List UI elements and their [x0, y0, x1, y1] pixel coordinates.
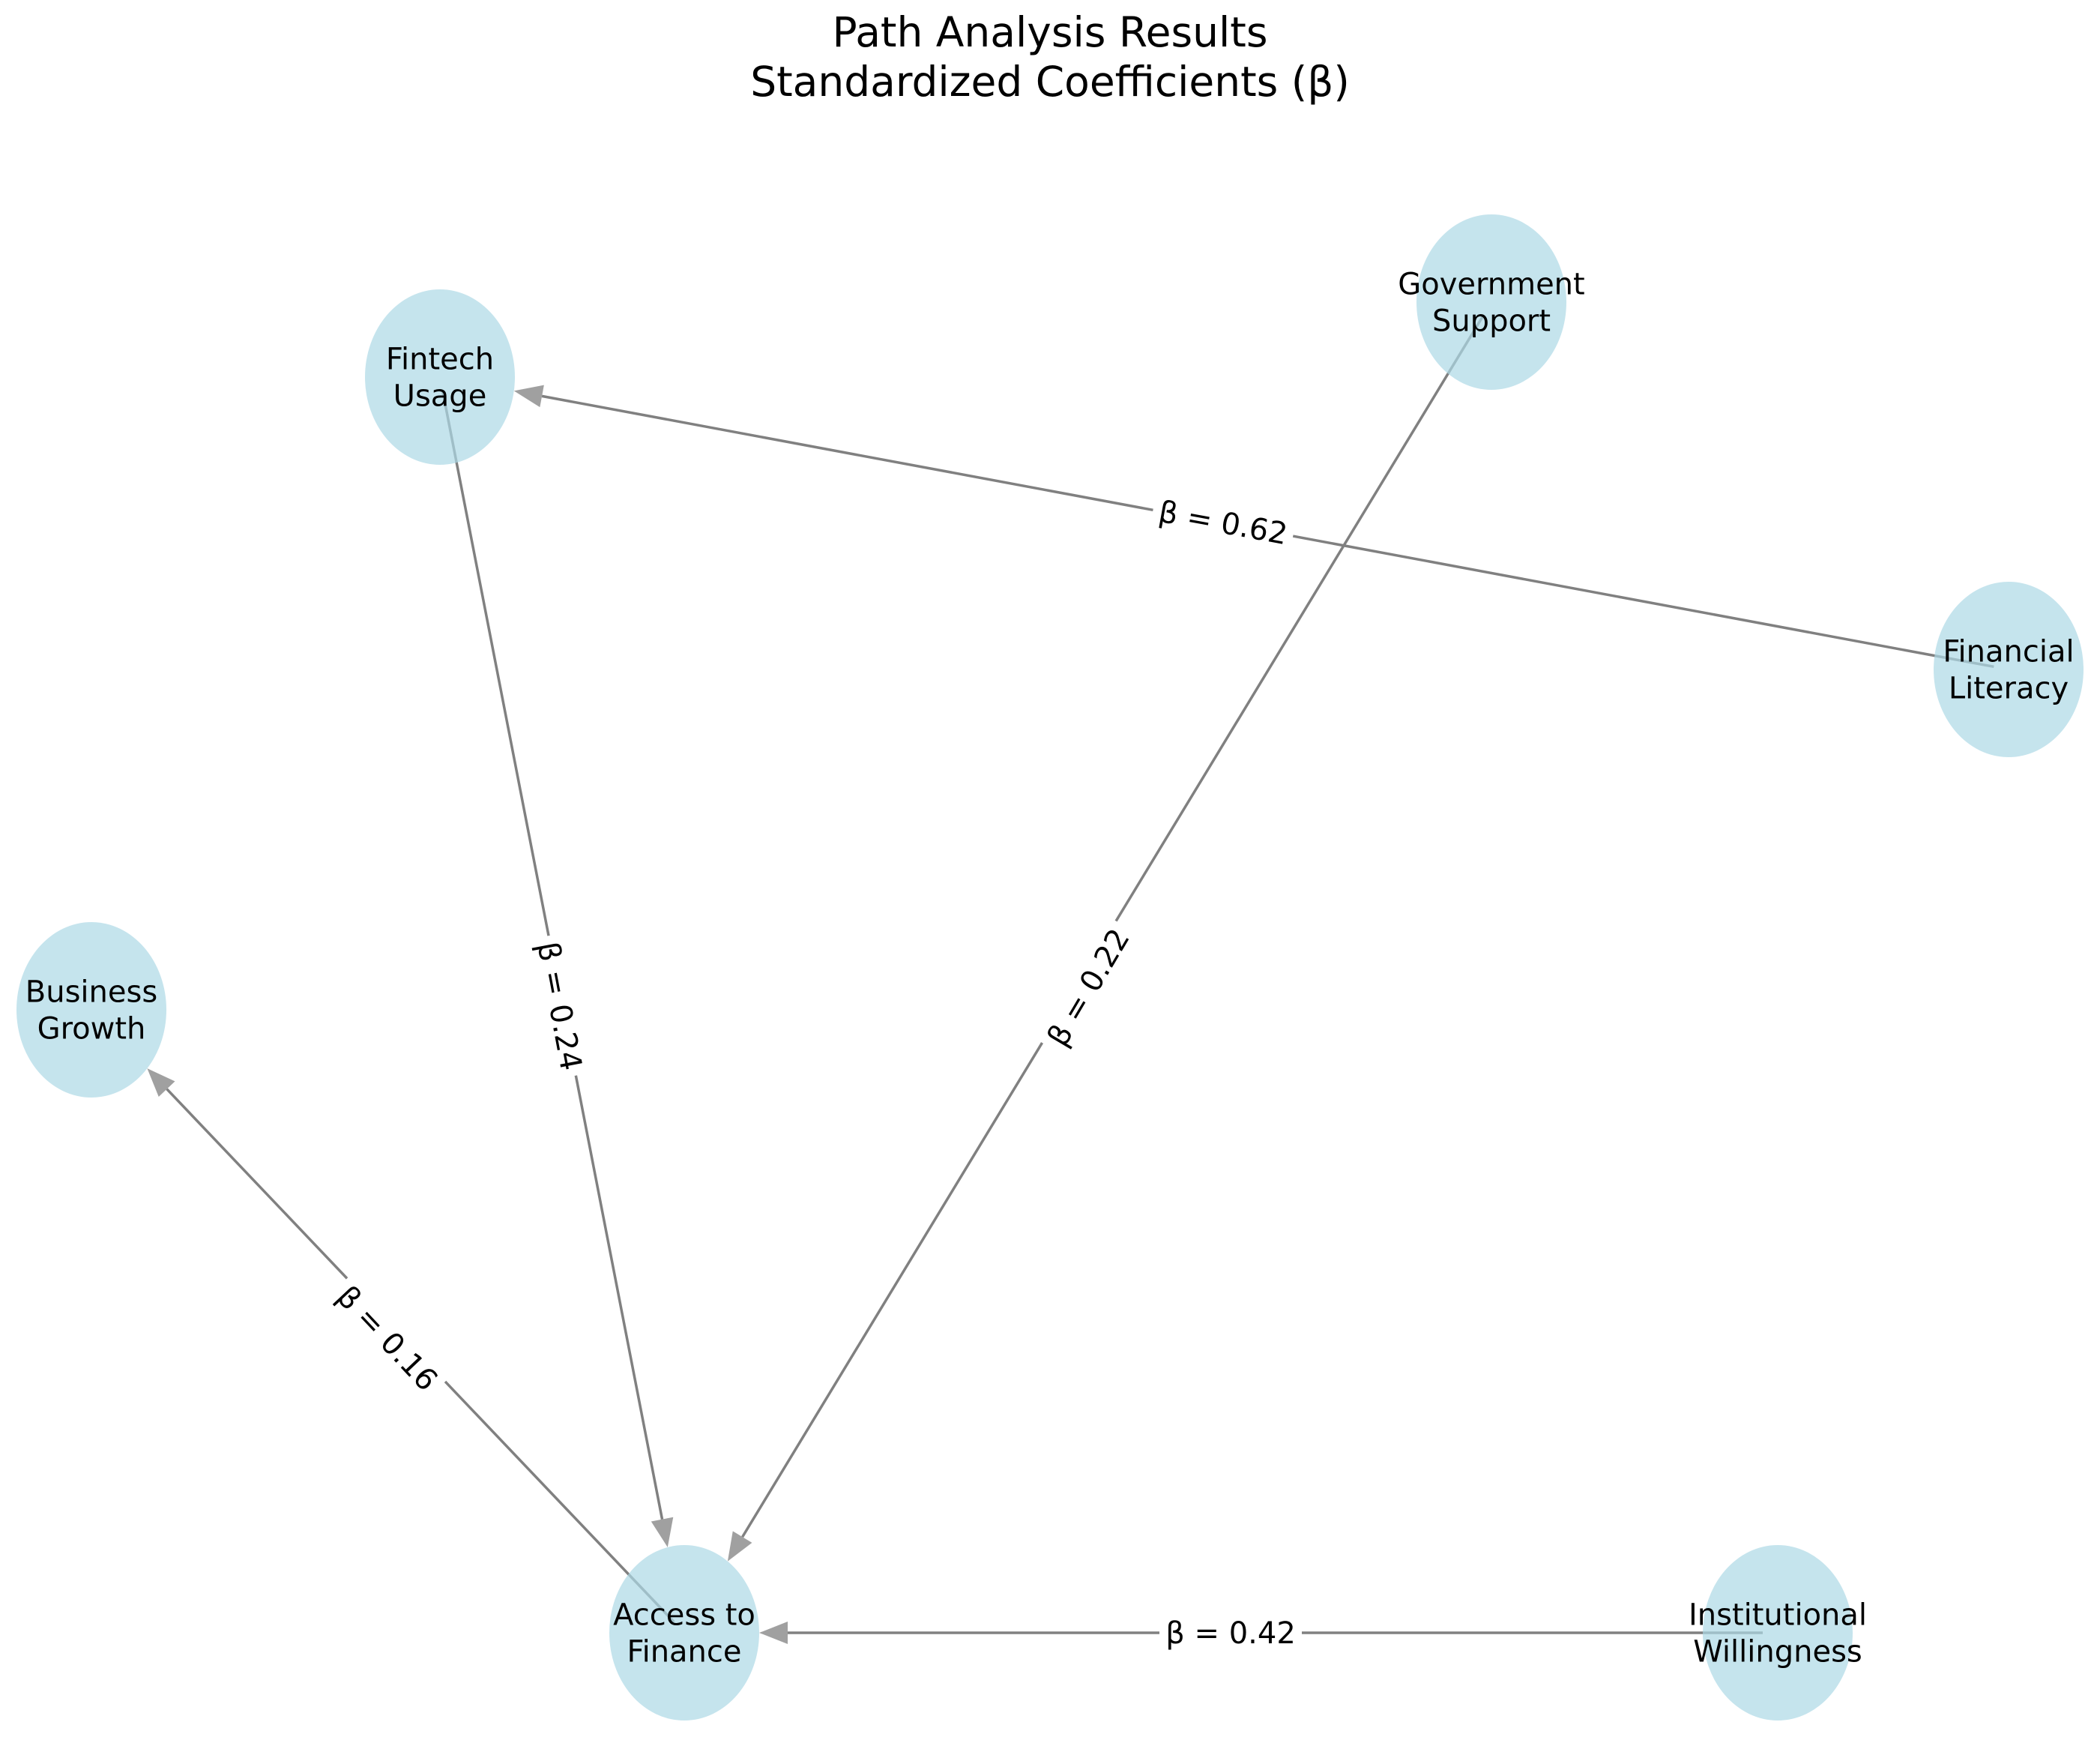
edge-label-background	[1035, 915, 1141, 1059]
diagram-title-line-2: Standardized Coefficients (β)	[750, 58, 1350, 106]
edge-label-access-to-business: β = 0.16	[324, 1273, 451, 1403]
edge-label-government-to-access: β = 0.22	[1035, 915, 1141, 1059]
node-ellipse	[1703, 1545, 1853, 1721]
node-label-line: Finance	[627, 1635, 741, 1670]
node-label-line: Fintech	[386, 343, 494, 377]
edge-label-background	[324, 1273, 451, 1403]
arrowhead-government-to-access	[727, 1531, 752, 1562]
node-label-line: Institutional	[1689, 1598, 1867, 1633]
node-label-line: Usage	[393, 379, 487, 414]
node-ellipse	[1934, 582, 2084, 757]
node-label-line: Financial	[1943, 635, 2074, 669]
node-ellipse	[365, 289, 515, 465]
node-label-line: Business	[25, 975, 157, 1010]
edge-label-text: β = 0.42	[1165, 1616, 1296, 1651]
node-label-line: Willingness	[1693, 1635, 1862, 1670]
edge-label-literacy-to-fintech: β = 0.62	[1149, 490, 1297, 555]
node-label-line: Government	[1398, 268, 1584, 302]
edge-labels-layer: β = 0.62 β = 0.24 β = 0.22 β = 0.16 β = 0.42	[324, 490, 1302, 1652]
node-label-line: Support	[1432, 304, 1551, 339]
node-label-line: Growth	[37, 1012, 146, 1047]
node-ellipse	[1416, 214, 1566, 390]
arrowhead-literacy-to-fintech	[513, 385, 544, 408]
edge-label-text: β = 0.16	[330, 1280, 444, 1398]
arrowhead-institutional-to-access	[759, 1622, 788, 1644]
diagram-title-line-1: Path Analysis Results	[833, 8, 1268, 56]
edge-label-text: β = 0.22	[1041, 923, 1137, 1053]
edge-label-institutional-to-access: β = 0.42	[1159, 1613, 1302, 1652]
edge-label-background	[1149, 490, 1297, 555]
node-label-line: Literacy	[1949, 672, 2069, 706]
edge-label-fintech-to-access: β = 0.24	[527, 932, 593, 1080]
edge-label-background	[1159, 1613, 1302, 1652]
arrowhead-access-to-business	[147, 1068, 175, 1098]
node-ellipse	[16, 922, 166, 1098]
edge-label-background	[527, 932, 593, 1080]
node-ellipse	[609, 1545, 759, 1721]
node-label-line: Access to	[613, 1598, 755, 1633]
arrowhead-fintech-to-access	[651, 1517, 674, 1547]
